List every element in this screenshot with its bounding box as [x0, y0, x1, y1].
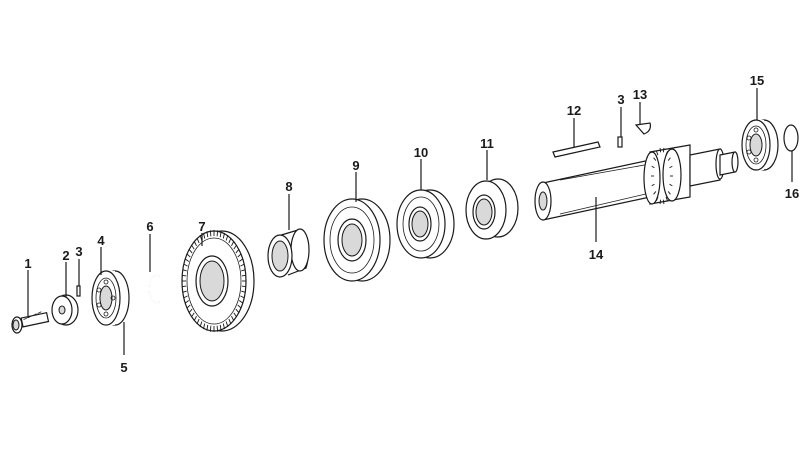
callout-16: 16 — [785, 186, 799, 201]
part-1-bolt — [11, 311, 50, 334]
part-8-sleeve — [267, 228, 310, 278]
part-9-gear — [323, 198, 391, 282]
part-2-cap — [51, 294, 79, 326]
callout-1: 1 — [24, 256, 31, 271]
callout-13: 13 — [633, 87, 647, 102]
part-3-pin-left — [76, 285, 81, 297]
leader-lines — [27, 88, 793, 355]
part-3-pin-right — [617, 136, 623, 148]
part-7-large-gear — [181, 230, 255, 332]
callout-9: 9 — [352, 158, 359, 173]
callout-8: 8 — [285, 179, 292, 194]
callout-3-right: 3 — [617, 92, 624, 107]
part-16-circlip — [783, 124, 799, 152]
callout-14: 14 — [589, 247, 604, 262]
callout-2: 2 — [62, 248, 69, 263]
part-6-circlip — [148, 274, 161, 304]
part-10-gear — [396, 189, 455, 259]
callout-5: 5 — [120, 360, 127, 375]
callout-3-left: 3 — [75, 244, 82, 259]
callout-12: 12 — [567, 103, 581, 118]
callout-15: 15 — [750, 73, 764, 88]
part-4-bearing — [91, 270, 130, 326]
part-13-key — [634, 122, 651, 135]
part-11-gear — [465, 178, 519, 240]
callout-4: 4 — [97, 233, 105, 248]
callout-6: 6 — [146, 219, 153, 234]
callout-7: 7 — [198, 219, 205, 234]
part-14-shaft — [534, 144, 739, 221]
part-12-rod — [552, 141, 601, 158]
part-15-bearing — [741, 119, 779, 171]
callout-labels: 1 2 3 4 5 6 7 8 9 10 11 12 3 13 14 15 16 — [24, 73, 799, 375]
callout-10: 10 — [414, 145, 428, 160]
callout-11: 11 — [480, 136, 494, 151]
